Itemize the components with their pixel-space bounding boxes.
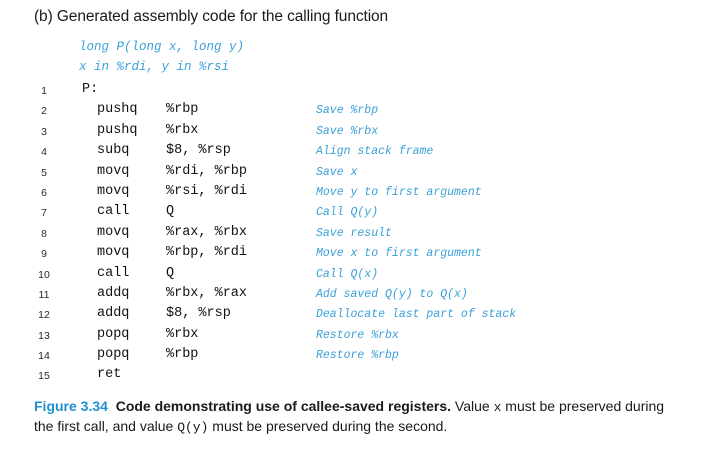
instruction-operands: Q bbox=[166, 265, 175, 281]
line-number: 14 bbox=[38, 350, 50, 363]
prototype-register-note: x in %rdi, y in %rsi bbox=[79, 60, 230, 74]
instruction-operands: %rbx, %rax bbox=[166, 285, 248, 301]
code-comment: Align stack frame bbox=[316, 145, 434, 159]
code-line: 5 movq %rdi, %rbp Save x bbox=[0, 164, 708, 184]
caption-text: must be preserved during the first call,… bbox=[34, 398, 665, 434]
line-number: 4 bbox=[41, 146, 47, 159]
line-number: 6 bbox=[41, 186, 47, 199]
line-number: 1 bbox=[41, 85, 47, 97]
code-comment: Call Q(y) bbox=[316, 206, 379, 220]
code-line: 7 call Q Call Q(y) bbox=[0, 204, 708, 224]
code-comment: Save x bbox=[316, 165, 358, 179]
code-line: 2 pushq %rbp Save %rbp bbox=[0, 102, 708, 122]
instruction-mnemonic: popq bbox=[97, 347, 130, 363]
code-line: 10 call Q Call Q(x) bbox=[0, 266, 708, 286]
instruction-operands: Q bbox=[166, 204, 175, 220]
assembly-listing: 1 P: 2 pushq %rbp Save %rbp 3 pushq %rbx Save %rb… bbox=[0, 82, 708, 388]
code-line: 1 P: bbox=[0, 82, 708, 102]
caption-code: Q(y) bbox=[177, 420, 209, 435]
instruction-operands: %rbp, %rdi bbox=[166, 245, 248, 261]
code-comment: Save %rbx bbox=[316, 124, 379, 138]
line-number: 7 bbox=[41, 207, 47, 220]
instruction-mnemonic: ret bbox=[97, 367, 122, 383]
line-number: 8 bbox=[41, 227, 47, 240]
figure-caption: Figure 3.34 Code demonstrating use of ca… bbox=[34, 397, 684, 437]
instruction-operands: %rbp bbox=[166, 347, 199, 363]
code-label: P: bbox=[82, 82, 99, 97]
code-line: 15 ret bbox=[0, 367, 708, 387]
instruction-operands: %rbx bbox=[166, 122, 199, 138]
instruction-operands: %rdi, %rbp bbox=[166, 163, 248, 179]
instruction-mnemonic: popq bbox=[97, 326, 130, 342]
instruction-operands: %rbx bbox=[166, 326, 199, 342]
instruction-mnemonic: movq bbox=[97, 183, 130, 199]
code-line: 11 addq %rbx, %rax Add saved Q(y) to Q(x) bbox=[0, 286, 708, 306]
instruction-operands: %rsi, %rdi bbox=[166, 183, 248, 199]
figure-label: Figure 3.34 bbox=[34, 398, 108, 414]
code-comment: Move y to first argument bbox=[316, 185, 482, 199]
line-number: 3 bbox=[41, 125, 47, 138]
code-line: 13 popq %rbx Restore %rbx bbox=[0, 327, 708, 347]
line-number: 5 bbox=[41, 166, 47, 179]
instruction-operands: %rbp bbox=[166, 102, 199, 118]
code-line: 4 subq $8, %rsp Align stack frame bbox=[0, 143, 708, 163]
code-comment: Save result bbox=[316, 226, 392, 240]
line-number: 15 bbox=[38, 370, 50, 383]
instruction-mnemonic: movq bbox=[97, 163, 130, 179]
code-line: 6 movq %rsi, %rdi Move y to first argument bbox=[0, 184, 708, 204]
code-comment: Save %rbp bbox=[316, 104, 379, 118]
code-comment: Restore %rbp bbox=[316, 349, 399, 363]
code-comment: Add saved Q(y) to Q(x) bbox=[316, 287, 468, 301]
line-number: 11 bbox=[38, 288, 50, 301]
instruction-mnemonic: call bbox=[97, 265, 130, 281]
caption-title: Code demonstrating use of callee-saved r… bbox=[115, 398, 452, 414]
code-line: 9 movq %rbp, %rdi Move x to first argument bbox=[0, 245, 708, 265]
code-comment: Move x to first argument bbox=[316, 247, 482, 261]
instruction-mnemonic: subq bbox=[97, 143, 130, 159]
instruction-mnemonic: addq bbox=[97, 306, 130, 322]
line-number: 12 bbox=[38, 309, 50, 322]
caption-text: must be preserved during the second. bbox=[208, 418, 448, 434]
caption-text: Value bbox=[451, 398, 494, 414]
instruction-operands: %rax, %rbx bbox=[166, 224, 248, 240]
code-line: 3 pushq %rbx Save %rbx bbox=[0, 123, 708, 143]
code-comment: Restore %rbx bbox=[316, 328, 399, 342]
line-number: 9 bbox=[41, 248, 47, 261]
instruction-operands: $8, %rsp bbox=[166, 306, 231, 322]
instruction-mnemonic: pushq bbox=[97, 122, 138, 138]
caption-code: x bbox=[493, 400, 502, 415]
code-line: 8 movq %rax, %rbx Save result bbox=[0, 225, 708, 245]
code-line: 14 popq %rbp Restore %rbp bbox=[0, 347, 708, 367]
code-comment: Deallocate last part of stack bbox=[316, 308, 517, 322]
instruction-mnemonic: movq bbox=[97, 224, 130, 240]
code-line: 12 addq $8, %rsp Deallocate last part of st… bbox=[0, 306, 708, 326]
line-number: 2 bbox=[41, 105, 47, 118]
instruction-operands: $8, %rsp bbox=[166, 143, 231, 159]
instruction-mnemonic: call bbox=[97, 204, 130, 220]
instruction-mnemonic: movq bbox=[97, 245, 130, 261]
line-number: 13 bbox=[38, 329, 50, 342]
line-number: 10 bbox=[38, 268, 50, 281]
prototype-signature: long P(long x, long y) bbox=[79, 40, 245, 54]
instruction-mnemonic: pushq bbox=[97, 102, 138, 118]
section-heading: (b) Generated assembly code for the call… bbox=[34, 8, 389, 25]
code-comment: Call Q(x) bbox=[316, 267, 379, 281]
instruction-mnemonic: addq bbox=[97, 285, 130, 301]
